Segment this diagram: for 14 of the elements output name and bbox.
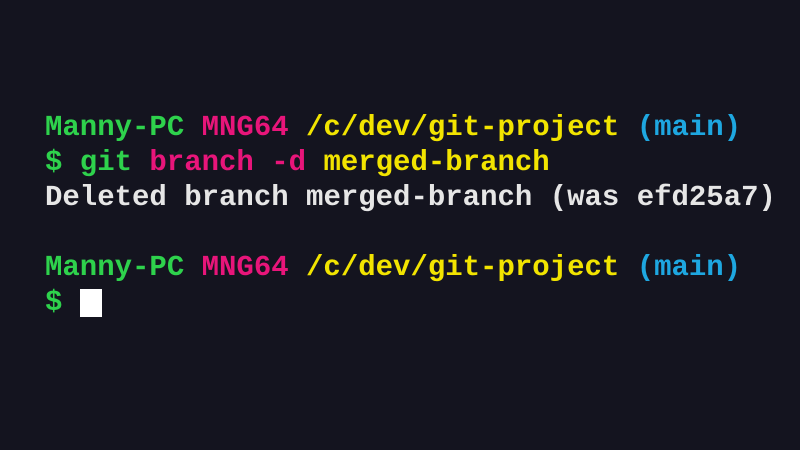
command-argument: branch -d (149, 145, 306, 180)
command: git (80, 145, 132, 180)
command-output: Deleted branch merged-branch (was efd25a7) (45, 180, 776, 215)
host-name: Manny-PC (45, 250, 184, 285)
branch-name: (main) (636, 250, 742, 285)
directory-path: /c/dev/git-project (306, 250, 620, 285)
prompt-symbol: $ (45, 145, 62, 180)
host-name: Manny-PC (45, 110, 184, 145)
shell-name: MNG64 (202, 110, 289, 145)
shell-name: MNG64 (202, 250, 289, 285)
directory-path: /c/dev/git-project (306, 110, 620, 145)
prompt-symbol: $ (45, 285, 62, 320)
command-argument: merged-branch (323, 145, 550, 180)
branch-name: (main) (636, 110, 742, 145)
